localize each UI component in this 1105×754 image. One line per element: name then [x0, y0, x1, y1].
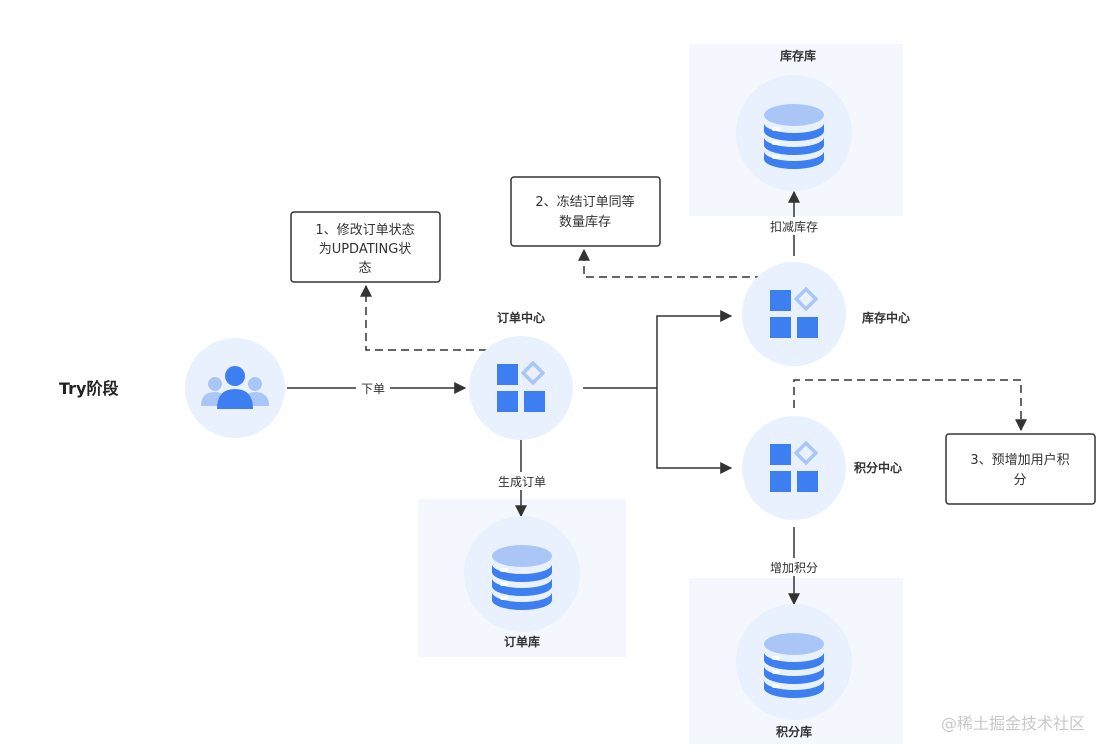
note3-line2: 分: [1013, 473, 1026, 488]
edge-dashed-note3: [793, 379, 1027, 432]
stage-label: Try阶段: [59, 379, 119, 398]
edge-label-add-points: 增加积分: [770, 561, 818, 575]
note-box-1: 1、修改订单状态 为UPDATING状 态: [290, 211, 441, 283]
edge-dashed-note2: [578, 248, 763, 278]
note1-line2: 为UPDATING状: [319, 242, 412, 257]
note1-line3: 态: [358, 261, 371, 276]
note2-line1: 2、冻结订单同等: [535, 194, 634, 210]
edge-label-deduct-inventory: 扣减库存: [770, 219, 818, 234]
watermark: @稀土掘金技术社区: [941, 714, 1085, 733]
inventory-center-node: [742, 262, 846, 366]
order-center-label: 订单中心: [497, 310, 545, 325]
points-center-label: 积分中心: [854, 460, 902, 475]
inventory-center-label: 库存中心: [862, 310, 910, 325]
edge-to-points-center: [656, 388, 733, 474]
edge-dashed-note1: [360, 284, 487, 351]
points-db-label: 积分库: [776, 724, 812, 739]
inventory-db-node: [736, 75, 852, 191]
note2-line2: 数量库存: [559, 214, 611, 230]
edge-to-inventory-center: [656, 310, 733, 388]
order-center-node: [469, 336, 573, 440]
edge-label-create-order: 生成订单: [498, 475, 546, 489]
note-box-2: 2、冻结订单同等 数量库存: [510, 176, 661, 247]
points-center-node: [742, 416, 846, 520]
note1-line1: 1、修改订单状态: [315, 223, 414, 238]
order-db-node: [464, 516, 580, 632]
points-db-node: [736, 604, 852, 720]
inventory-db-label: 库存库: [780, 48, 816, 63]
user-node: [185, 338, 285, 438]
order-db-label: 订单库: [504, 634, 540, 649]
note3-line1: 3、预增加用户积: [970, 452, 1069, 468]
note-box-3: 3、预增加用户积 分: [945, 433, 1096, 505]
edge-label-place-order: 下单: [361, 382, 385, 396]
